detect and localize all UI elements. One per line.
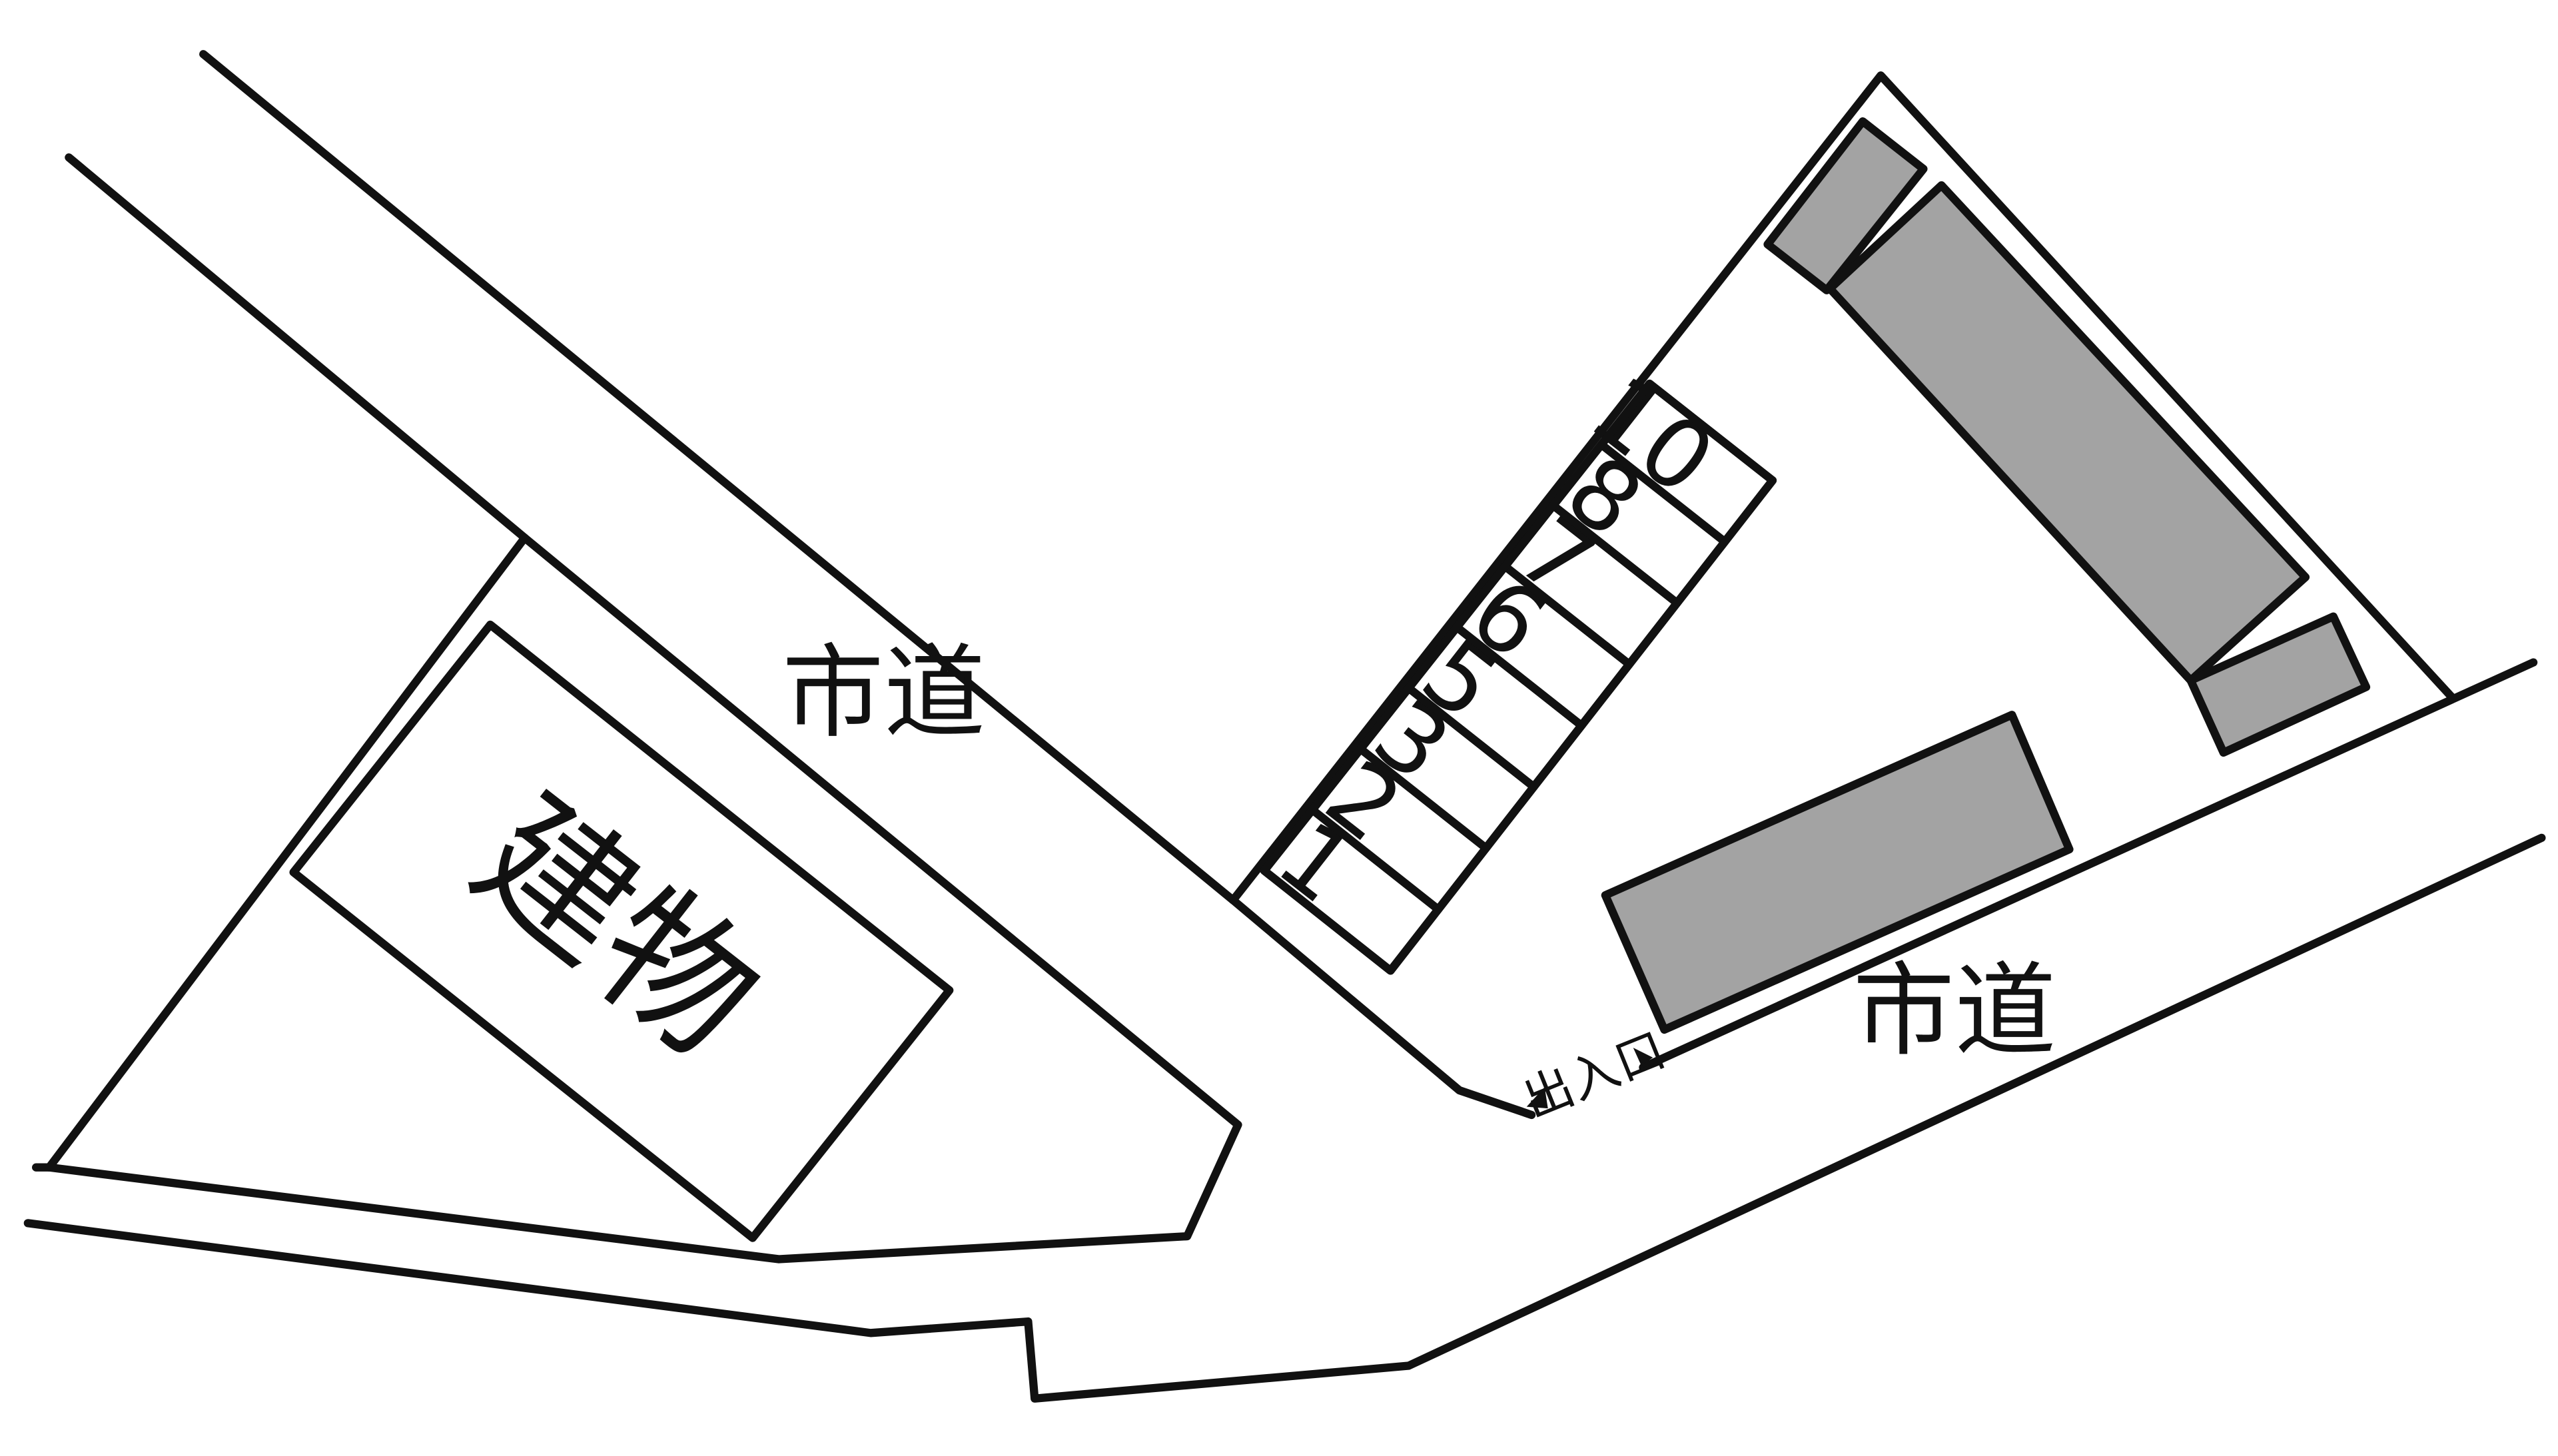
lower-road-north-edge [1639, 658, 2538, 1072]
parking-lot-north-edge [1228, 71, 2457, 905]
upper-road-label: 市道 [782, 633, 985, 752]
warehouse-south [1601, 711, 2074, 1034]
entrance-left-arrow [1526, 1087, 1548, 1109]
warehouse-long-east [1825, 181, 2310, 685]
building-label: 建物 [444, 765, 790, 1089]
shed-small-east [2186, 612, 2371, 757]
entrance-right-arrow [1633, 1048, 1653, 1066]
lower-road-label: 市道 [1853, 952, 2056, 1070]
entrance-label: 出入口 [1515, 1021, 1674, 1130]
building-outline [289, 620, 954, 1242]
parking-lot-boundary [1228, 896, 1536, 1120]
upper-road-south-edge [65, 153, 529, 542]
upper-road-north-edge [199, 50, 1238, 905]
parking-strip-frame [1260, 379, 1777, 975]
lower-road-south-edge [23, 833, 2546, 1403]
corner-plot-boundary [45, 534, 1242, 1264]
